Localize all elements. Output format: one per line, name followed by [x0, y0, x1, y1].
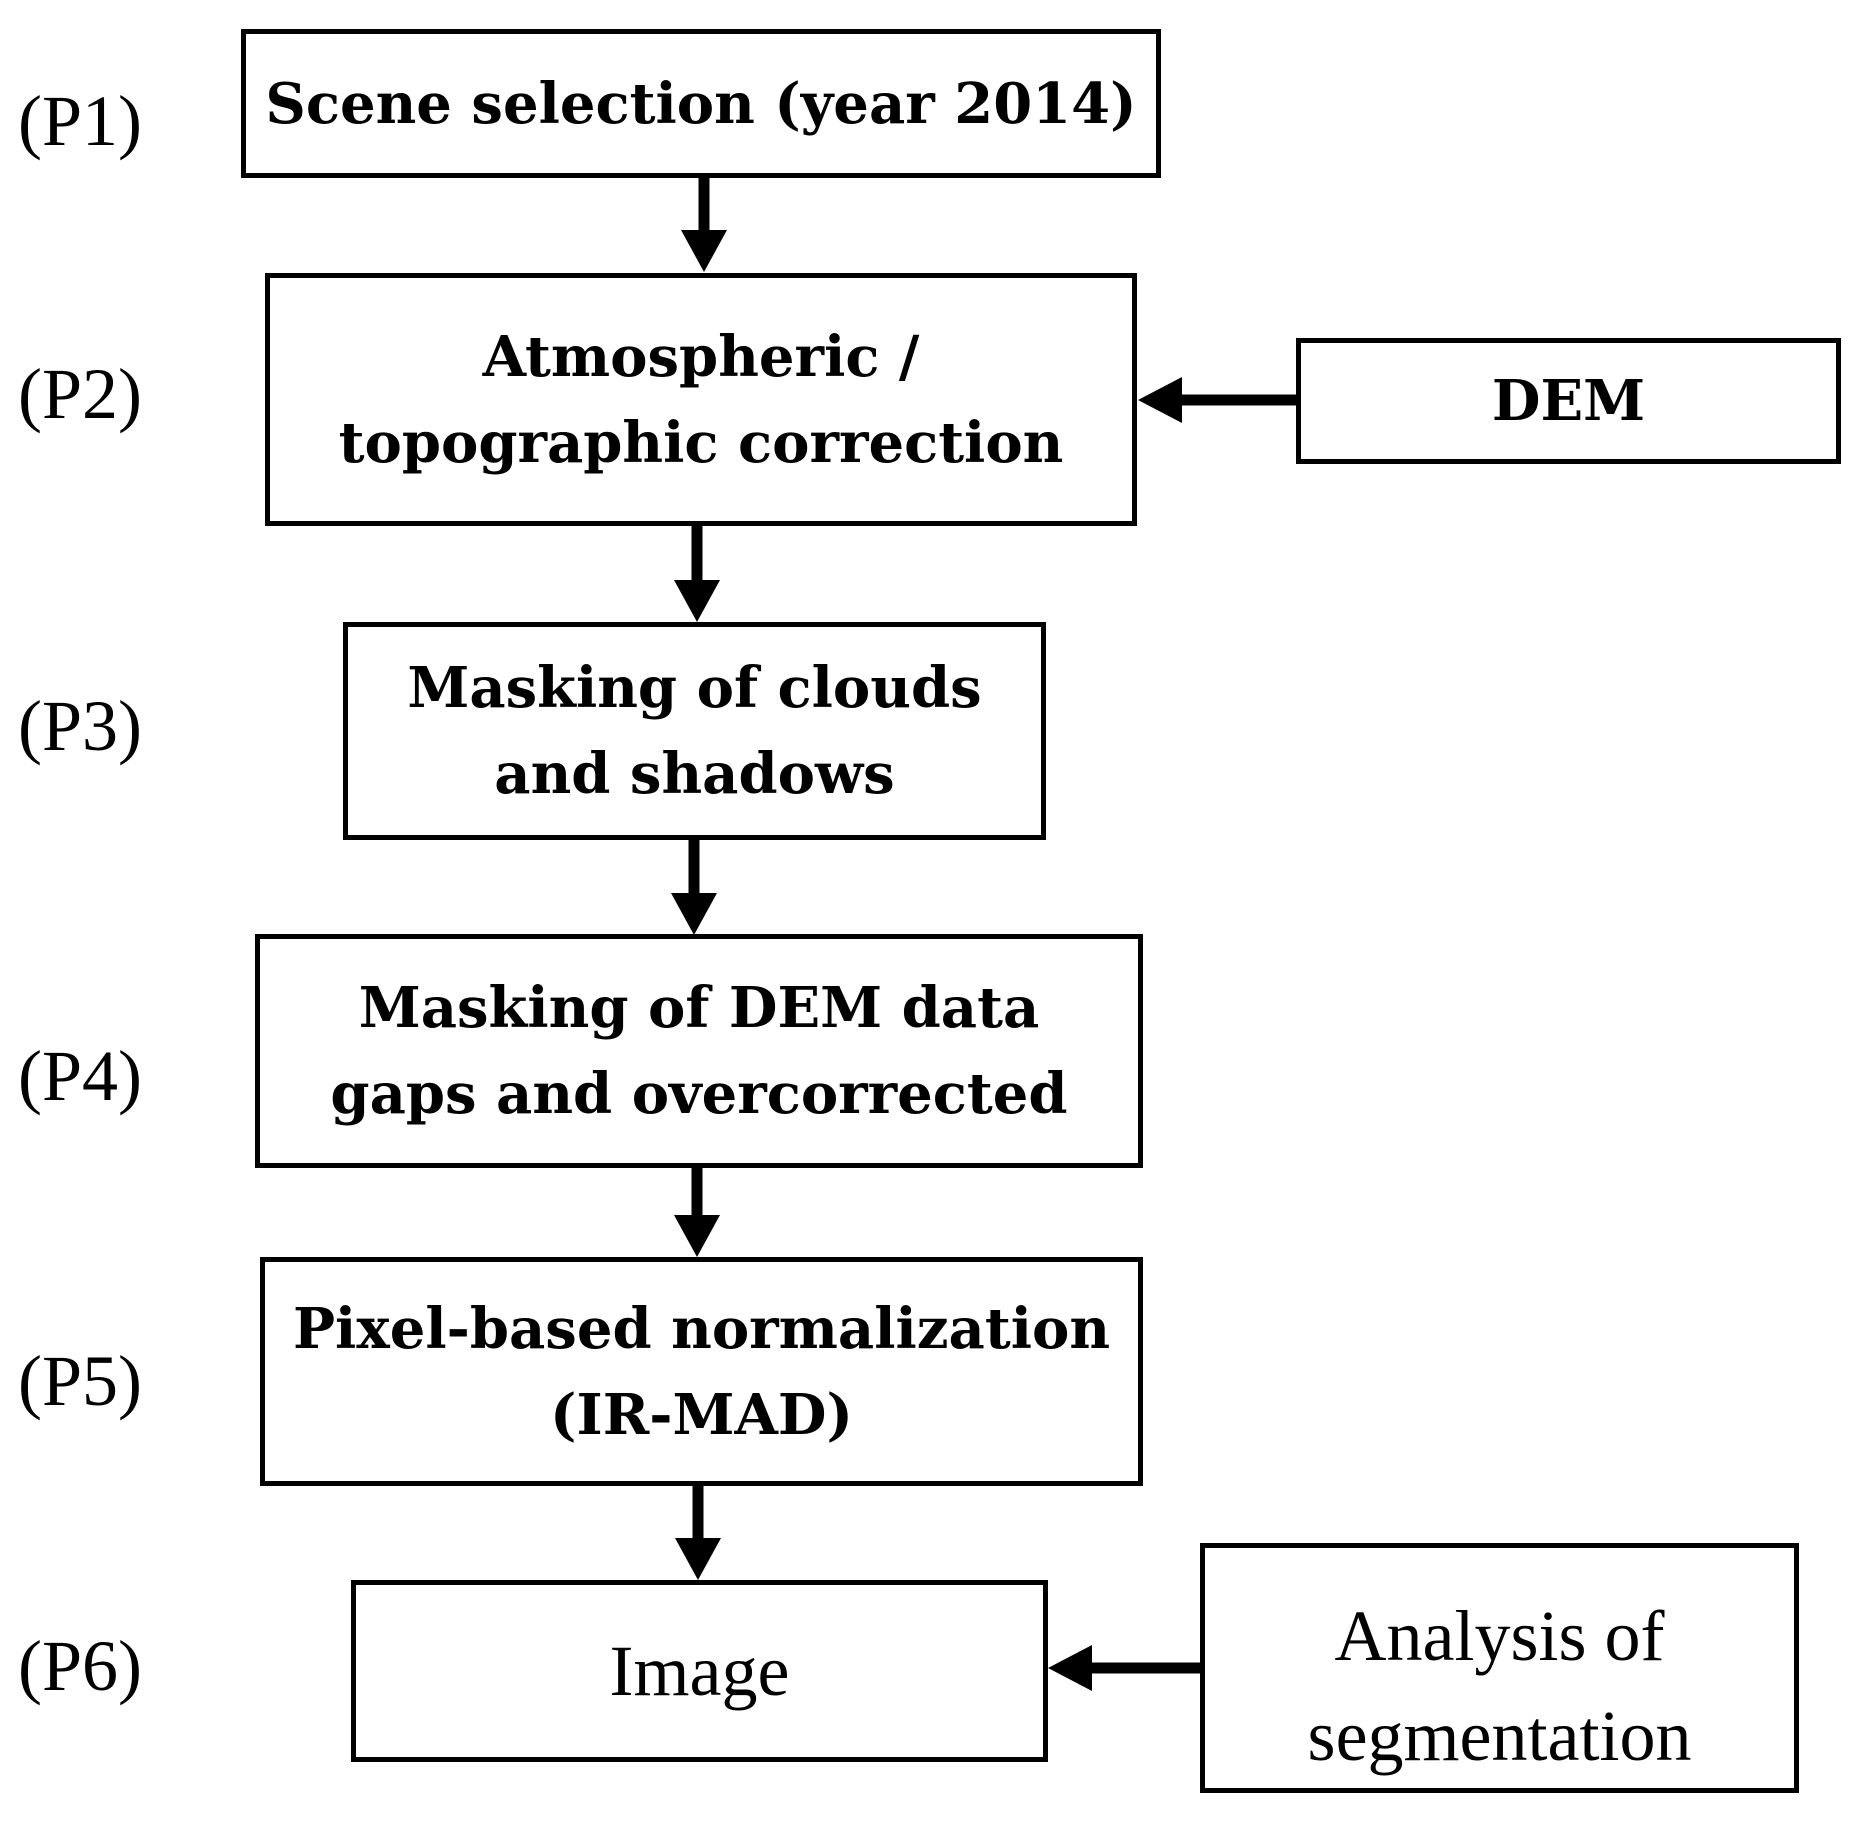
box-analysis-segmentation: Analysis of segmentation — [1200, 1543, 1799, 1793]
box-masking-dem-gaps: Masking of DEM data gaps and overcorrect… — [255, 934, 1143, 1168]
box-atmospheric-correction: Atmospheric / topographic correction — [265, 273, 1137, 526]
box-text-line: (IR-MAD) — [550, 1381, 853, 1448]
box-text-line: Image — [609, 1631, 790, 1711]
box-text-line: Masking of DEM data — [358, 975, 1040, 1041]
step-label-p6: (P6) — [18, 1626, 142, 1706]
box-text-line: Masking of clouds — [407, 655, 982, 721]
box-pixel-normalization: Pixel-based normalization (IR-MAD) — [260, 1257, 1143, 1486]
box-text-line: Analysis of — [1334, 1596, 1665, 1676]
box-text-line: Pixel-based normalization — [292, 1295, 1111, 1362]
step-label-p5: (P5) — [18, 1341, 142, 1421]
box-text-line: Atmospheric / — [482, 323, 920, 390]
box-text-line: gaps and overcorrected — [330, 1061, 1068, 1127]
arrow-segmentation-p6 — [1048, 1645, 1200, 1691]
box-text-line: topographic correction — [338, 409, 1064, 476]
arrow-p1-p2 — [681, 178, 727, 272]
box-masking-clouds: Masking of clouds and shadows — [343, 622, 1046, 840]
arrow-p2-p3 — [674, 526, 720, 622]
box-text-line: DEM — [1491, 368, 1646, 434]
arrow-p5-p6 — [675, 1486, 721, 1580]
box-text-line: and shadows — [494, 741, 895, 807]
step-label-p2: (P2) — [18, 354, 142, 434]
box-text-line: Scene selection (year 2014) — [265, 70, 1137, 137]
arrow-p4-p5 — [674, 1168, 720, 1257]
step-label-p3: (P3) — [18, 686, 142, 766]
arrow-p3-p4 — [671, 840, 717, 935]
box-image: Image — [351, 1580, 1048, 1762]
step-label-p4: (P4) — [18, 1036, 142, 1116]
box-dem: DEM — [1296, 338, 1841, 464]
step-label-p1: (P1) — [18, 81, 142, 161]
arrow-dem-p2 — [1138, 377, 1296, 423]
box-text-line: segmentation — [1307, 1696, 1692, 1776]
box-scene-selection: Scene selection (year 2014) — [241, 29, 1161, 178]
